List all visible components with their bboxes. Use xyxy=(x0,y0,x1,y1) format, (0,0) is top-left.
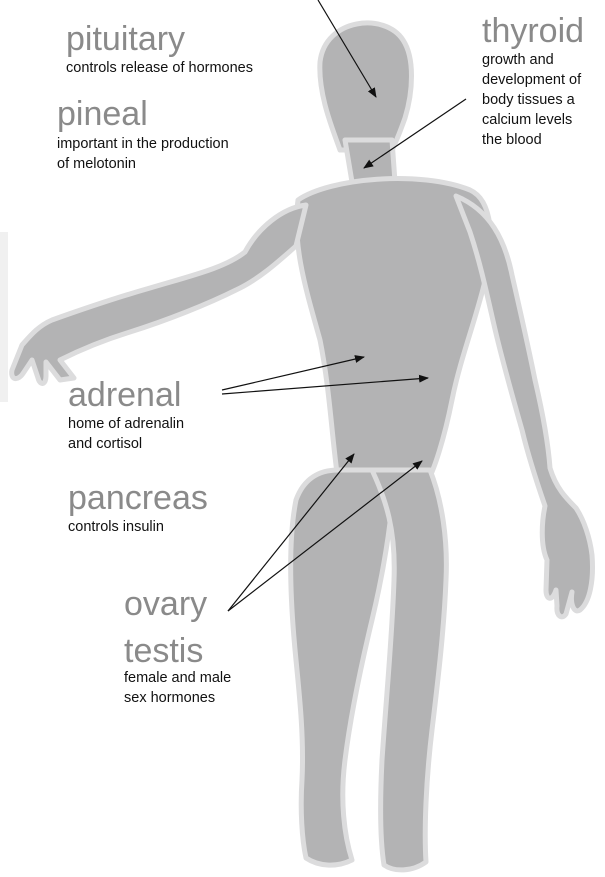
adrenal-title: adrenal xyxy=(68,378,181,412)
adrenal-description: home of adrenalin and cortisol xyxy=(68,414,184,454)
ovary-title: ovary xyxy=(124,587,207,621)
pancreas-description: controls insulin xyxy=(68,517,164,537)
testis-desc-line: sex hormones xyxy=(124,688,231,708)
adrenal-desc-line: and cortisol xyxy=(68,434,184,454)
thyroid-desc-line: the blood xyxy=(482,130,605,150)
background-panel xyxy=(0,232,8,402)
right-arm xyxy=(456,196,593,617)
left-arm xyxy=(12,205,306,383)
pituitary-title: pituitary xyxy=(66,22,185,56)
thyroid-desc-line: development of xyxy=(482,70,605,90)
thyroid-desc-line: body tissues a xyxy=(482,90,605,110)
thyroid-title: thyroid xyxy=(482,14,584,48)
thyroid-desc-line: growth and xyxy=(482,50,605,70)
neck xyxy=(345,140,395,182)
testis-description: female and male sex hormones xyxy=(124,668,231,708)
pineal-desc-line: important in the production xyxy=(57,134,229,154)
thyroid-description: growth and development of body tissues a… xyxy=(482,50,605,150)
pineal-description: important in the production of melotonin xyxy=(57,134,229,174)
head xyxy=(320,23,412,150)
pancreas-title: pancreas xyxy=(68,481,208,515)
pineal-title: pineal xyxy=(57,97,148,131)
testis-desc-line: female and male xyxy=(124,668,231,688)
thyroid-desc-line: calcium levels xyxy=(482,110,605,130)
pineal-desc-line: of melotonin xyxy=(57,154,229,174)
torso xyxy=(297,179,491,480)
pituitary-description: controls release of hormones xyxy=(66,58,253,78)
testis-title: testis xyxy=(124,634,203,668)
adrenal-desc-line: home of adrenalin xyxy=(68,414,184,434)
